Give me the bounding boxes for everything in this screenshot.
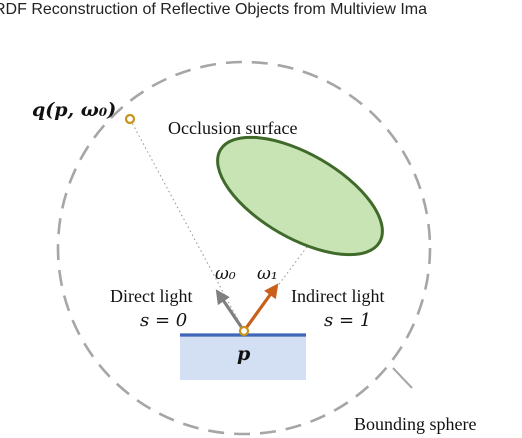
point-p-label: p	[237, 343, 251, 365]
bounding-sphere-label: Bounding sphere	[354, 414, 476, 434]
direct-light-arrow	[215, 289, 246, 332]
indirect-light-arrow	[242, 283, 279, 332]
omega0-label: ω₀	[215, 264, 236, 284]
header-title: RDF Reconstruction of Reflective Objects…	[0, 1, 427, 18]
bounding-sphere	[56, 60, 432, 436]
direct-light-label: Direct light	[110, 286, 192, 306]
point-q-marker	[124, 113, 136, 125]
point-p-marker	[238, 325, 250, 337]
bounding-sphere-leader	[392, 367, 413, 389]
omega1-label: ω₁	[257, 264, 278, 284]
indirect-light-label: Indirect light	[291, 286, 384, 306]
occlusion-ellipse	[216, 135, 384, 257]
query-point-label: q(p, ω₀)	[32, 99, 116, 121]
s-direct-label: s = 0	[140, 310, 187, 331]
occlusion-surface-label: Occlusion surface	[168, 118, 297, 138]
surface-block	[180, 336, 306, 380]
s-indirect-label: s = 1	[324, 310, 371, 331]
